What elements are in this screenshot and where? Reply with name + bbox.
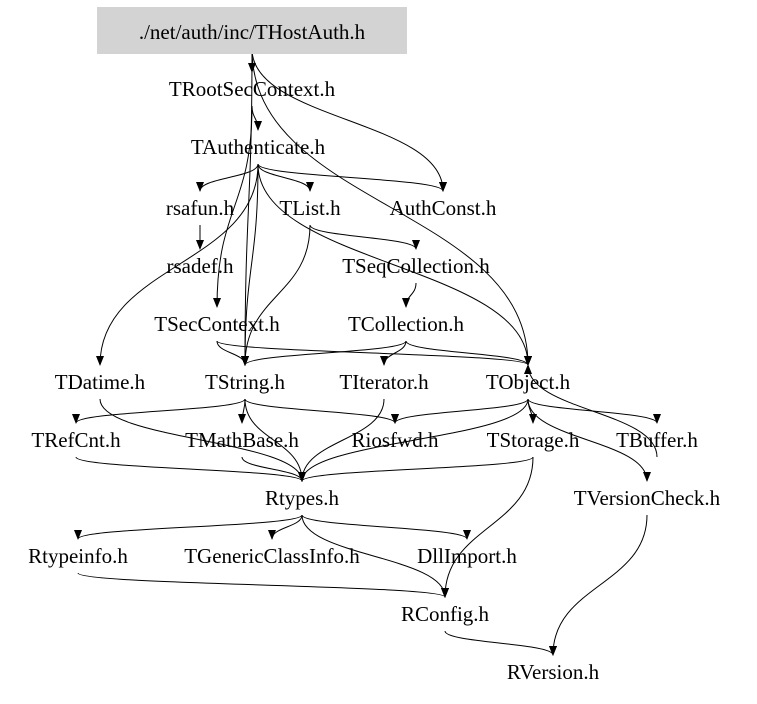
edge-tauthenticate-to-rsafun — [196, 163, 259, 192]
edge-thostauth-to-authconst — [251, 48, 447, 192]
edge-tstring-to-tmathbase — [238, 398, 247, 424]
edge-rconfig-to-rversion — [444, 630, 557, 656]
edge-thostauth-to-tobject — [251, 48, 532, 366]
edge-tcollection-to-titerator — [380, 340, 407, 366]
node-rtypeinfo[interactable]: Rtypeinfo.h — [28, 544, 128, 568]
node-tdatime[interactable]: TDatime.h — [55, 370, 146, 394]
edge-tcollection-to-tstring — [241, 340, 407, 366]
edge-rtypes-to-rtypeinfo — [74, 514, 303, 540]
edge-tlist-to-tseqcollection — [309, 224, 420, 250]
edge-tauthenticate-to-tlist — [257, 163, 314, 192]
edge-tdatime-to-rtypes — [99, 398, 306, 482]
node-authconst[interactable]: AuthConst.h — [390, 196, 497, 220]
node-tcollection[interactable]: TCollection.h — [348, 312, 465, 336]
node-trootseccontext[interactable]: TRootSecContext.h — [169, 77, 336, 101]
node-trefcnt[interactable]: TRefCnt.h — [31, 428, 121, 452]
node-tauthenticate[interactable]: TAuthenticate.h — [191, 135, 326, 159]
node-rsadef[interactable]: rsadef.h — [166, 254, 234, 278]
edge-tcollection-to-tobject — [405, 340, 532, 366]
edge-thostauth-to-tstring — [241, 48, 253, 366]
node-tobject[interactable]: TObject.h — [486, 370, 571, 394]
node-riosfwd[interactable]: Riosfwd.h — [352, 428, 439, 452]
edge-tlist-to-tstring — [241, 224, 311, 366]
node-rsafun[interactable]: rsafun.h — [166, 196, 235, 220]
edge-tbuffer-to-tobject — [524, 364, 658, 458]
node-tseqcollection[interactable]: TSeqCollection.h — [342, 254, 490, 278]
edge-tseccontext-to-tstring — [216, 340, 249, 366]
node-titerator[interactable]: TIterator.h — [339, 370, 429, 394]
edge-trefcnt-to-rtypes — [75, 456, 306, 482]
edge-tauthenticate-to-authconst — [257, 163, 447, 192]
node-tstring[interactable]: TString.h — [205, 370, 285, 394]
edge-trootseccontext-to-tseccontext — [213, 105, 253, 308]
node-dllimport[interactable]: DllImport.h — [417, 544, 517, 568]
edge-rtypes-to-dllimport — [301, 514, 471, 540]
edge-tobject-to-riosfwd — [391, 398, 529, 424]
edge-tstring-to-rtypes — [244, 398, 306, 482]
node-tgenericclassinfo[interactable]: TGenericClassInfo.h — [184, 544, 360, 568]
edge-rtypes-to-tgenericclassinfo — [268, 514, 303, 540]
node-tstorage[interactable]: TStorage.h — [487, 428, 580, 452]
node-rconfig[interactable]: RConfig.h — [401, 602, 490, 626]
edge-tversioncheck-to-rversion — [549, 514, 648, 656]
edge-tauthenticate-to-tstring — [241, 163, 259, 366]
edge-tstorage-to-rtypes — [298, 456, 534, 482]
node-tversioncheck[interactable]: TVersionCheck.h — [574, 486, 721, 510]
edge-tauthenticate-to-tobject — [257, 163, 532, 366]
edge-tobject-to-tversioncheck — [527, 398, 651, 482]
edge-tstring-to-trefcnt — [72, 398, 246, 424]
edge-tstring-to-riosfwd — [244, 398, 399, 424]
edge-tobject-to-rtypes — [298, 398, 529, 482]
root-node-box — [97, 7, 407, 54]
node-rversion[interactable]: RVersion.h — [507, 660, 600, 684]
edge-titerator-to-rtypes — [298, 398, 385, 482]
edge-rtypeinfo-to-rconfig — [77, 572, 449, 598]
node-tseccontext[interactable]: TSecContext.h — [154, 312, 280, 336]
edge-trootseccontext-to-tauthenticate — [251, 105, 262, 131]
edge-tstorage-to-rconfig — [441, 456, 534, 598]
edge-tseqcollection-to-tcollection — [402, 282, 417, 308]
node-tmathbase[interactable]: TMathBase.h — [185, 428, 299, 452]
edge-tseccontext-to-tobject — [216, 340, 532, 366]
node-rtypes[interactable]: Rtypes.h — [265, 486, 340, 510]
node-tbuffer[interactable]: TBuffer.h — [616, 428, 698, 452]
node-tlist[interactable]: TList.h — [279, 196, 341, 220]
node-thostauth[interactable]: ./net/auth/inc/THostAuth.h — [139, 20, 366, 44]
edge-rtypes-to-rconfig — [301, 514, 449, 598]
edge-tauthenticate-to-tdatime — [96, 163, 259, 366]
